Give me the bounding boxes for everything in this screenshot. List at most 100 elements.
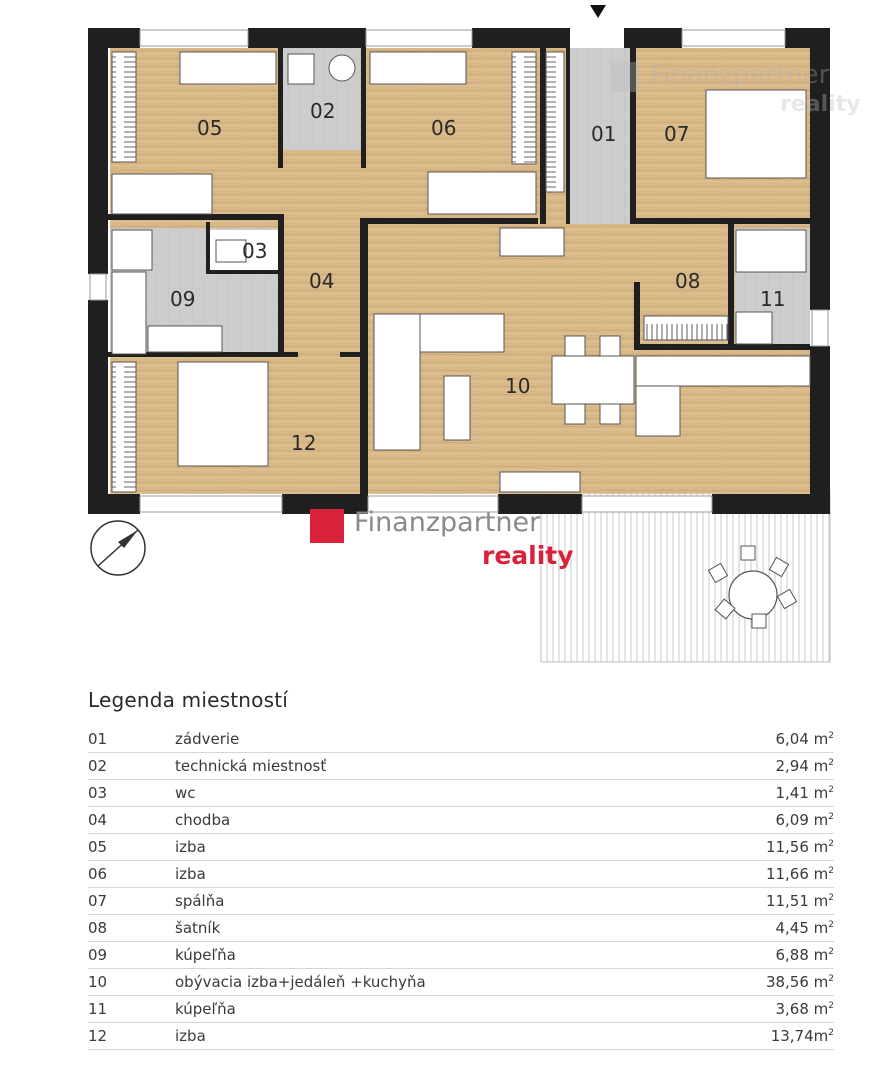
legend-area-value: 11,66 m: [765, 865, 829, 883]
legend-room-number: 06: [88, 865, 108, 883]
legend-room-number: 05: [88, 838, 108, 856]
room-label: 05: [197, 116, 222, 140]
legend-room-number: 07: [88, 892, 108, 910]
room-label: 03: [242, 239, 267, 263]
floor-plan: 05 02 06 01 07 03 04 08 11 09 10 12: [88, 5, 831, 663]
legend-area-unit-exponent: 2: [828, 812, 834, 822]
legend-room-area: 38,56 m2: [714, 973, 834, 991]
legend-row: 03 wc 1,41 m2: [88, 780, 834, 807]
floor-plan-svg: 05 02 06 01 07 03 04 08 11 09 10 12: [88, 5, 831, 663]
room-label: 11: [760, 287, 785, 311]
legend-room-area: 3,68 m2: [714, 1000, 834, 1018]
legend-area-unit-exponent: 2: [828, 1001, 834, 1011]
walls: [88, 28, 830, 514]
legend-area-value: 11,56 m: [765, 838, 829, 856]
legend-room-name: izba: [175, 865, 206, 883]
legend-area-value: 38,56 m: [765, 973, 829, 991]
legend-area-unit-exponent: 2: [828, 866, 834, 876]
legend-room-number: 03: [88, 784, 108, 802]
finanzpartner-logo-icon: [310, 509, 344, 543]
legend-area-unit-exponent: 2: [828, 1028, 834, 1038]
legend-room-area: 6,88 m2: [714, 946, 834, 964]
legend-room-area: 4,45 m2: [714, 919, 834, 937]
wardrobe-12: [111, 361, 137, 493]
legend-room-number: 11: [88, 1000, 108, 1018]
legend-area-unit-exponent: 2: [828, 839, 834, 849]
legend-area-unit-exponent: 2: [828, 893, 834, 903]
legend-area-value: 11,51 m: [765, 892, 829, 910]
legend-room-number: 02: [88, 757, 108, 775]
legend-room-name: technická miestnosť: [175, 757, 327, 775]
legend-row: 02 technická miestnosť 2,94 m2: [88, 753, 834, 780]
legend-area-value: 13,74m: [770, 1027, 829, 1045]
watermark-top: Finanzpartner reality: [610, 60, 890, 130]
legend-room-area: 13,74m2: [714, 1027, 834, 1045]
legend-room-number: 10: [88, 973, 108, 991]
legend-area-value: 6,09 m: [775, 811, 829, 829]
legend-row: 08 šatník 4,45 m2: [88, 915, 834, 942]
legend-row: 01 zádverie 6,04 m2: [88, 726, 834, 753]
terrace-table: [707, 545, 798, 629]
wardrobe-06: [511, 51, 537, 165]
legend-area-unit-exponent: 2: [828, 785, 834, 795]
legend-area-value: 4,45 m: [775, 919, 829, 937]
legend-room-name: zádverie: [175, 730, 240, 748]
legend-area-value: 2,94 m: [775, 757, 829, 775]
wardrobe-08: [643, 315, 729, 341]
legend-area-unit-exponent: 2: [828, 974, 834, 984]
legend-room-name: kúpeľňa: [175, 1000, 236, 1018]
room-label: 12: [291, 431, 316, 455]
legend-room-name: izba: [175, 1027, 206, 1045]
room-label: 09: [170, 287, 195, 311]
wardrobe-05: [111, 51, 137, 163]
room-01-floor: [568, 48, 634, 224]
legend-area-value: 6,88 m: [775, 946, 829, 964]
room-label: 07: [664, 122, 689, 146]
north-compass-icon: [90, 520, 146, 576]
windows: [89, 29, 829, 513]
legend-room-name: izba: [175, 838, 206, 856]
furniture: [111, 51, 811, 493]
legend-room-number: 04: [88, 811, 108, 829]
room-label: 08: [675, 269, 700, 293]
legend-room-area: 2,94 m2: [714, 757, 834, 775]
legend-room-area: 6,04 m2: [714, 730, 834, 748]
watermark-sub: reality: [780, 92, 861, 117]
room-label: 04: [309, 269, 334, 293]
watermark-center: Finanzpartner reality: [310, 507, 590, 577]
legend-room-number: 01: [88, 730, 108, 748]
legend-area-unit-exponent: 2: [828, 947, 834, 957]
legend-row: 11 kúpeľňa 3,68 m2: [88, 996, 834, 1023]
watermark-brand: Finanzpartner: [354, 507, 541, 538]
room-label: 01: [591, 122, 616, 146]
legend-area-value: 6,04 m: [775, 730, 829, 748]
legend-room-number: 08: [88, 919, 108, 937]
room-label: 10: [505, 374, 530, 398]
legend-row: 07 spálňa 11,51 m2: [88, 888, 834, 915]
legend-row: 10 obývacia izba+jedáleň +kuchyňa 38,56 m2: [88, 969, 834, 996]
legend-room-area: 11,51 m2: [714, 892, 834, 910]
legend-area-unit-exponent: 2: [828, 920, 834, 930]
legend-room-area: 11,56 m2: [714, 838, 834, 856]
legend-area-value: 1,41 m: [775, 784, 829, 802]
legend-area-unit-exponent: 2: [828, 758, 834, 768]
legend-room-name: šatník: [175, 919, 221, 937]
legend-room-area: 11,66 m2: [714, 865, 834, 883]
watermark-brand: Finanzpartner: [650, 60, 830, 90]
legend-room-area: 1,41 m2: [714, 784, 834, 802]
finanzpartner-logo-icon: [610, 62, 640, 92]
legend-room-name: obývacia izba+jedáleň +kuchyňa: [175, 973, 426, 991]
legend-room-name: wc: [175, 784, 196, 802]
legend-room-name: spálňa: [175, 892, 225, 910]
legend-row: 05 izba 11,56 m2: [88, 834, 834, 861]
wardrobe-01: [545, 51, 565, 193]
room-label: 02: [310, 99, 335, 123]
legend-area-value: 3,68 m: [775, 1000, 829, 1018]
room-label: 06: [431, 116, 456, 140]
legend-room-name: kúpeľňa: [175, 946, 236, 964]
legend-row: 06 izba 11,66 m2: [88, 861, 834, 888]
